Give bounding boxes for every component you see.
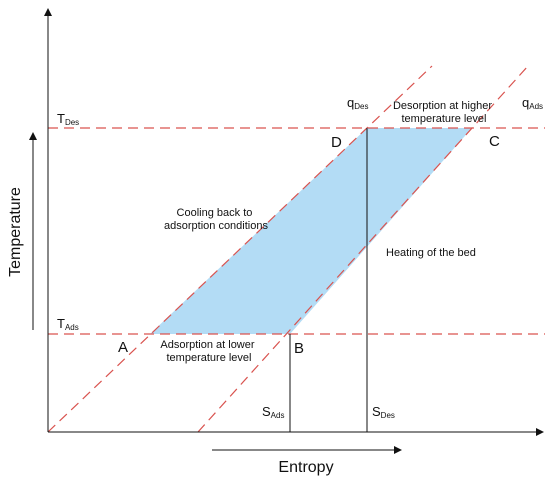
y-axis-label: Temperature xyxy=(7,187,24,277)
t-des-label: TDes xyxy=(57,111,79,127)
s-ads-label: SAds xyxy=(262,404,284,420)
desorption-step-label: Desorption at higher temperature level xyxy=(393,100,495,125)
heating-step-label: Heating of the bed xyxy=(386,247,476,259)
point-a-label: A xyxy=(118,339,128,356)
q-des-isostere-line xyxy=(47,65,433,433)
q-ads-label: qAds xyxy=(522,95,543,111)
adsorption-step-label: Adsorption at lower temperature level xyxy=(160,339,257,364)
cooling-step-label: Cooling back to adsorption conditions xyxy=(164,207,268,232)
point-d-label: D xyxy=(331,134,342,151)
point-b-label: B xyxy=(294,340,304,357)
q-ads-isostere-line xyxy=(197,65,529,433)
q-des-label: qDes xyxy=(347,95,368,111)
point-c-label: C xyxy=(489,133,500,150)
x-axis-label: Entropy xyxy=(278,459,333,476)
t-ads-label: TAds xyxy=(57,316,79,332)
cycle-area xyxy=(150,128,472,334)
s-des-label: SDes xyxy=(372,404,395,420)
